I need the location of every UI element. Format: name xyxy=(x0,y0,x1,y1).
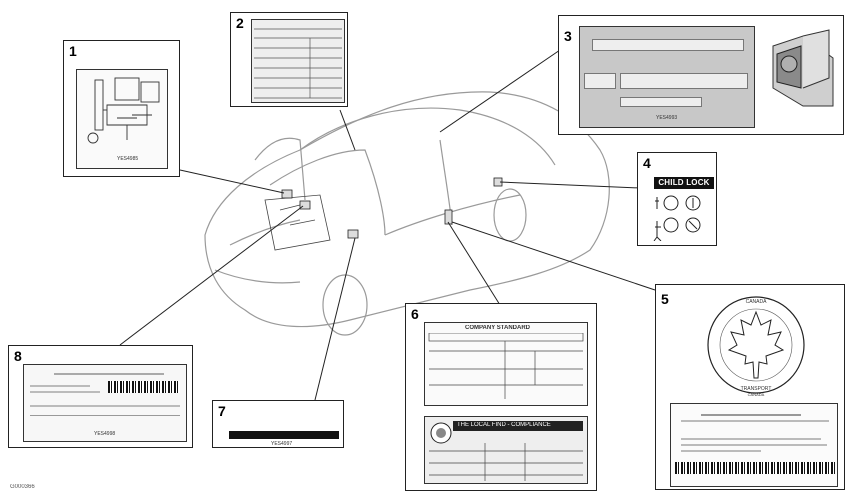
vehicle-weight-label: COMPANY STANDARD xyxy=(424,322,588,406)
figure-code: G000366 xyxy=(10,484,35,490)
tire-pressure-table xyxy=(252,20,344,102)
maple-leaf-seal-icon: CANADA TRANSPORT CANADA xyxy=(701,290,811,400)
callout-number: 5 xyxy=(661,291,669,307)
weight-table xyxy=(425,333,587,407)
label-code: YES4985 xyxy=(117,156,138,162)
text-line xyxy=(30,391,100,393)
label-field xyxy=(620,97,702,107)
callout-number: 3 xyxy=(564,28,572,44)
label-field xyxy=(592,39,744,51)
fuel-door-icon xyxy=(769,28,837,108)
callout-number: 6 xyxy=(411,306,419,322)
callout-number: 4 xyxy=(643,155,651,171)
callout-number: 8 xyxy=(14,348,22,364)
text-line xyxy=(681,450,761,452)
child-lock-title: CHILD LOCK xyxy=(654,177,714,189)
callout-3: 3 YES4993 xyxy=(558,15,844,135)
text-line xyxy=(681,444,827,446)
label-code: YES4997 xyxy=(271,441,292,447)
callout-number: 1 xyxy=(69,43,77,59)
callout-7: 7 YES4997 xyxy=(212,400,344,448)
barcode-icon xyxy=(675,462,835,474)
emission-label: YES4993 xyxy=(579,26,755,128)
callout-number: 2 xyxy=(236,15,244,31)
callout-4: 4 CHILD LOCK xyxy=(637,152,717,246)
text-line xyxy=(30,415,180,416)
vin-plate-label: YES4998 xyxy=(23,364,187,442)
compliance-emblem-icon xyxy=(429,421,453,445)
callout-2: 2 xyxy=(230,12,348,107)
label-field xyxy=(620,73,748,89)
text-line xyxy=(681,438,821,440)
text-line xyxy=(30,385,90,387)
child-lock-icon xyxy=(653,191,715,241)
text-line xyxy=(681,420,829,422)
callout-1: 1 YES4985 xyxy=(63,40,180,177)
engine-schematic-icon xyxy=(77,70,167,148)
callout-5: 5 CANADA TRANSPORT CANADA xyxy=(655,284,845,490)
label-header: COMPANY STANDARD xyxy=(465,325,530,331)
text-line xyxy=(30,405,180,407)
text-line xyxy=(701,414,801,416)
callout-8: 8 YES4998 xyxy=(8,345,193,448)
seal-text-top: CANADA xyxy=(746,299,768,305)
vin-label xyxy=(229,431,339,439)
certification-label xyxy=(670,403,838,487)
engine-label: YES4985 xyxy=(76,69,168,169)
callout-6: 6 COMPANY STANDARD THE LOCAL FIND - COMP… xyxy=(405,303,597,491)
label-field xyxy=(584,73,616,89)
compliance-label: THE LOCAL FIND - COMPLIANCE xyxy=(424,416,588,484)
label-code: YES4998 xyxy=(94,431,115,437)
barcode-icon xyxy=(108,381,180,393)
compliance-table xyxy=(425,443,587,483)
callout-number: 7 xyxy=(218,403,226,419)
label-code: YES4993 xyxy=(656,115,677,121)
seal-text-side: CANADA xyxy=(748,392,765,397)
tire-pressure-label xyxy=(251,19,345,103)
compliance-header: THE LOCAL FIND - COMPLIANCE xyxy=(457,422,551,428)
text-line xyxy=(54,373,164,375)
